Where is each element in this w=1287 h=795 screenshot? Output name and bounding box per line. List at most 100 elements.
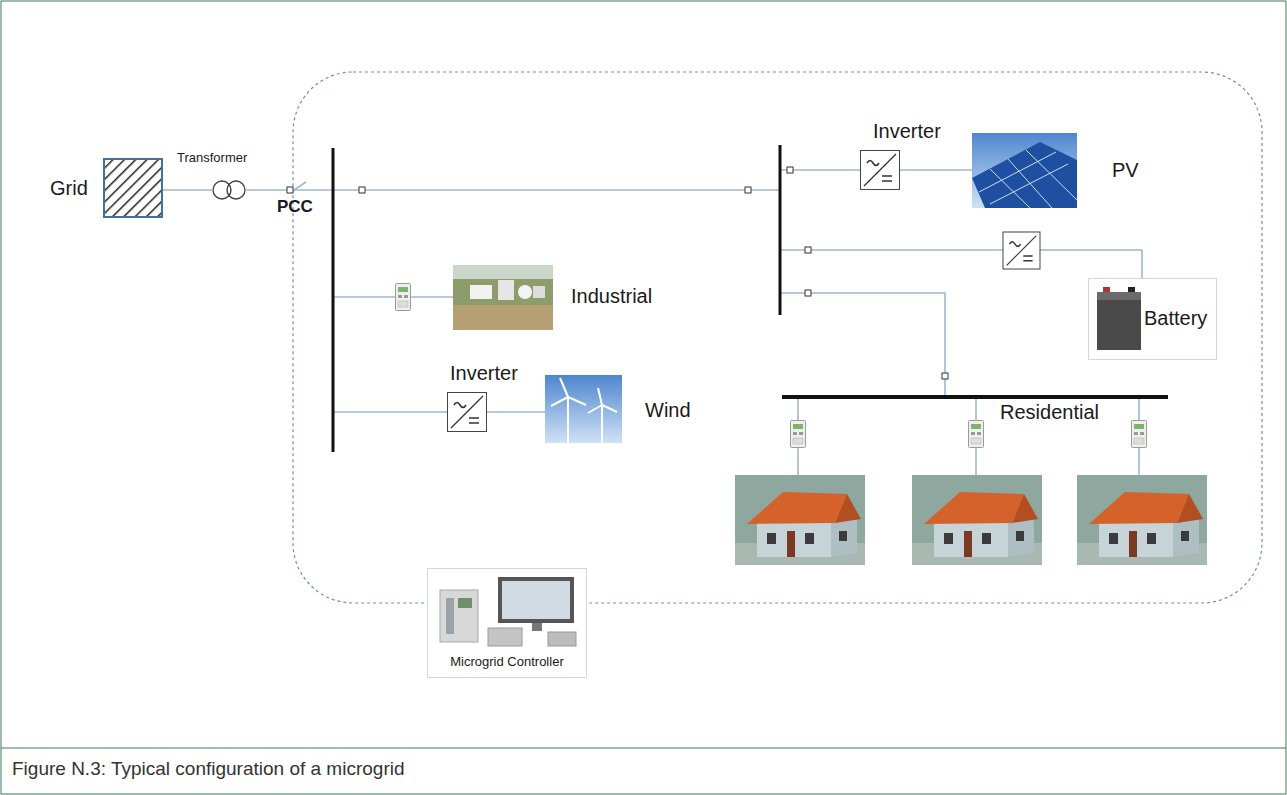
feeder-wire — [245, 170, 1142, 475]
controller-illustration — [440, 590, 478, 642]
battery-unit: Battery — [1088, 278, 1217, 360]
battery-illustration — [1097, 287, 1141, 350]
node-label: Wind — [645, 399, 691, 422]
feeder-wire — [797, 399, 799, 420]
inverter-symbol — [864, 154, 896, 186]
inverter-symbol — [451, 154, 896, 428]
energy-meter — [791, 421, 806, 448]
pv-illustration — [990, 169, 1030, 208]
busbar — [332, 148, 335, 452]
controller-illustration — [532, 623, 542, 631]
power-line — [163, 189, 213, 191]
pv-illustration — [972, 142, 1077, 208]
industrial-site: Industrial — [453, 265, 553, 330]
residential-house — [735, 475, 1207, 565]
battery-illustration — [1103, 287, 1110, 292]
residential-house — [1077, 475, 1207, 565]
breaker-point — [787, 167, 793, 173]
grid-hatch — [103, 158, 163, 218]
inverter-box: Inverter — [860, 150, 900, 190]
controller-illustration — [446, 598, 454, 634]
breaker-point — [287, 187, 293, 193]
wind-illustration — [567, 397, 569, 443]
wind-illustration — [568, 397, 586, 405]
node-label: PV — [1112, 159, 1139, 182]
node-label: Inverter — [873, 120, 941, 143]
industrial-illustration — [533, 286, 545, 298]
residential-bus: Residential — [782, 395, 1168, 399]
feeder-wire — [780, 249, 1003, 251]
breaker-point — [942, 373, 948, 379]
pv-illustration — [990, 164, 1068, 204]
node-label: Battery — [1144, 307, 1207, 330]
wind-illustration — [545, 375, 622, 443]
controller-illustration — [498, 577, 574, 623]
wind-illustration — [601, 405, 603, 443]
controller-illustration — [502, 581, 570, 619]
pv-panel: PV — [972, 133, 1077, 208]
industrial-illustration — [453, 265, 553, 330]
feeder-wire — [975, 448, 977, 475]
battery-inverter — [1003, 232, 1040, 269]
feeder-wire — [1040, 250, 1142, 278]
busbar — [779, 145, 782, 315]
busbar — [333, 145, 780, 452]
node-label: Industrial — [571, 285, 652, 308]
industrial-illustration — [453, 305, 553, 330]
breaker-point — [805, 247, 811, 253]
industrial-illustration — [518, 285, 532, 299]
feeder-wire — [294, 182, 306, 190]
power-line — [900, 169, 972, 171]
node-label: Transformer — [177, 151, 247, 166]
wind-illustration — [545, 375, 622, 443]
controller-illustration — [428, 569, 586, 677]
node-label: Residential — [1000, 401, 1099, 424]
node-label: Grid — [50, 177, 88, 200]
battery-illustration — [1097, 292, 1141, 300]
feeder-wire — [333, 411, 447, 413]
feeder-wire — [411, 296, 453, 298]
controller-illustration — [428, 569, 586, 677]
grid-hatch — [103, 158, 163, 218]
feeder-wire — [333, 189, 780, 191]
wind-illustration — [598, 388, 602, 405]
feeder-wire — [975, 399, 977, 420]
breaker-point — [805, 290, 811, 296]
feeder-wire — [1138, 448, 1140, 475]
microgrid-boundary — [293, 72, 1262, 603]
wind-illustration — [602, 405, 617, 412]
transformer-symbol: Transformer — [213, 178, 245, 202]
energy-meter — [1132, 421, 1147, 448]
grid-box: Grid — [103, 158, 163, 218]
wind-farm: Wind — [545, 375, 622, 443]
feeder-wire — [797, 448, 799, 475]
transformer-symbol — [213, 181, 245, 199]
node-label: Inverter — [450, 362, 518, 385]
industrial-illustration — [498, 280, 514, 300]
battery-inverter — [1003, 232, 1040, 269]
controller-illustration — [458, 598, 472, 608]
pv-illustration — [979, 152, 1056, 192]
pv-illustration — [972, 133, 1077, 208]
wind-illustration — [551, 378, 617, 443]
pv-illustration — [979, 150, 1077, 208]
wind-illustration — [560, 378, 568, 397]
wind-illustration — [588, 405, 602, 413]
battery-illustration — [1128, 287, 1135, 292]
battery-inverter — [1007, 236, 1037, 266]
controller-illustration — [488, 628, 522, 646]
feeder-wire — [1138, 399, 1140, 420]
feeder-wire — [245, 189, 288, 191]
power-line — [487, 411, 545, 413]
microgrid-boundary — [293, 72, 1262, 603]
pcc-label: PCC — [277, 197, 313, 217]
industrial-illustration — [470, 285, 492, 299]
transformer-symbol — [227, 181, 245, 199]
breaker-point — [359, 187, 365, 193]
breaker-point — [745, 187, 751, 193]
transformer-symbol — [213, 181, 231, 199]
feeder-wire — [294, 189, 333, 191]
energy-meter — [396, 284, 411, 311]
residential-house — [735, 475, 865, 565]
